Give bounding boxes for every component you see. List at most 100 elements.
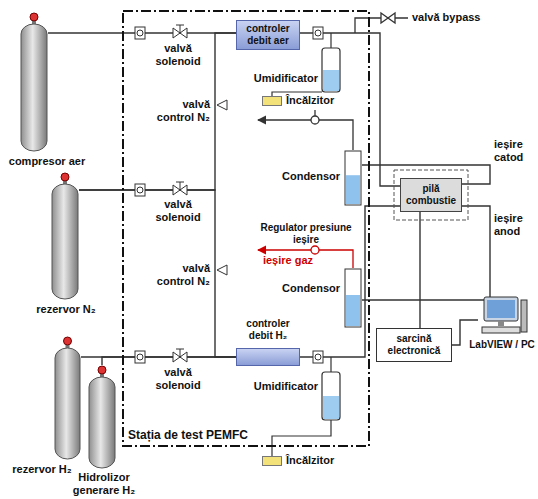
node-text: rezervor H₂ — [2, 463, 82, 476]
flow-meter-part — [315, 354, 321, 360]
gas-outlet-part — [311, 246, 319, 254]
gas-cylinder: rezervor N₂ — [30, 172, 102, 322]
condenser-vessel — [345, 269, 361, 327]
stack-housing-part — [394, 170, 468, 220]
node-text: Stația de test PEMFC — [128, 428, 288, 442]
electronic-load-outline: sarcină electronică — [376, 328, 452, 362]
tank-valve — [98, 366, 106, 374]
flow-meter-part — [137, 30, 143, 36]
condenser-outline — [344, 150, 362, 206]
flow-meter-part — [313, 351, 323, 363]
tank-body — [55, 348, 80, 459]
screen — [487, 300, 515, 318]
tank-body — [89, 377, 115, 468]
humidifier-part — [330, 33, 331, 48]
n2-control-valve-part — [217, 265, 227, 275]
part-label: valvă solenoid — [150, 198, 206, 224]
node-text: Încălzitor — [286, 94, 350, 107]
tank-valve — [61, 173, 69, 181]
shape-outline — [54, 336, 81, 460]
tank-valve — [30, 13, 38, 21]
pc-tower — [521, 300, 527, 332]
part-label: ieșire catod — [494, 138, 536, 164]
humidifier-part — [323, 70, 339, 91]
node-text: LabVIEW / PC — [468, 339, 536, 351]
computer-outline — [478, 296, 528, 336]
shape-outline — [88, 365, 116, 469]
shape-outline — [344, 268, 362, 328]
tank-valve — [64, 337, 72, 345]
gas-outlet-part — [258, 120, 353, 150]
condenser-outline — [344, 268, 362, 328]
part-label: Umidificator — [248, 72, 318, 85]
gas-cylinder: compresor aer — [4, 12, 90, 172]
condensate — [346, 295, 360, 326]
condenser-vessel — [345, 151, 361, 205]
node-text: pilă combustie — [401, 183, 461, 207]
n2-control-valve — [217, 100, 227, 275]
fuel-cell-stack-outline: pilă combustie — [400, 178, 462, 212]
flow-meter-part — [135, 184, 145, 196]
gas-outlet-part — [314, 110, 315, 116]
flow-meter-part — [135, 27, 145, 39]
gas-cylinder-outline — [51, 172, 79, 300]
monitor-stand — [498, 321, 504, 326]
part-label: Regulator presiune ieșire — [252, 222, 360, 246]
humidifier-part — [272, 420, 331, 456]
flow-meter-part — [137, 354, 143, 360]
flow-controller: controler debit H₂ — [236, 318, 300, 366]
flow-controller-outline — [236, 348, 300, 366]
humidifier-part — [322, 372, 340, 420]
heater-box-outline — [262, 96, 282, 106]
gas-cylinder-outline — [54, 336, 81, 460]
flow-controller-outline: controler debit aer — [236, 20, 300, 50]
shape-outline — [20, 12, 48, 152]
heater-box: Încălzitor — [262, 95, 352, 109]
shape-outline — [478, 296, 528, 336]
solenoid-valve-part — [176, 25, 184, 33]
part-label: ieșire anod — [494, 212, 536, 238]
part-label: valvă control N₂ — [146, 98, 210, 124]
shape-outline — [51, 172, 79, 300]
flow-meter-part — [315, 30, 321, 36]
part-label: ieșire gaz — [258, 254, 318, 267]
part-label: valvă solenoid — [150, 42, 206, 68]
node-text: controler debit H₂ — [236, 318, 300, 342]
fuel-cell-stack: pilă combustie — [400, 178, 462, 212]
node-text: rezervor N₂ — [30, 303, 102, 316]
solenoid-valve-part — [176, 349, 184, 357]
condensate — [346, 175, 360, 204]
bypass-line-part — [381, 13, 395, 23]
heater-box-outline — [262, 456, 282, 466]
part-label: valvă control N₂ — [146, 262, 210, 288]
bypass-line — [355, 13, 408, 33]
pipe-connector — [79, 33, 236, 190]
flow-meter-part — [135, 351, 145, 363]
node-text: compresor aer — [4, 155, 90, 168]
humidifier-part — [322, 48, 340, 92]
part-label: valvă solenoid — [150, 366, 206, 392]
keyboard — [482, 327, 520, 333]
pipe-connector — [79, 190, 236, 357]
gas-cylinder-outline — [20, 12, 48, 152]
station-border — [123, 11, 369, 446]
node-text: Încălzitor — [286, 454, 350, 467]
node-text: Hidrolizor generare H₂ — [66, 471, 142, 497]
condenser: Condensor — [282, 268, 362, 328]
tank-body — [52, 184, 78, 299]
humidifier-part — [330, 357, 331, 372]
electronic-load: sarcină electronică — [376, 328, 452, 362]
n2-control-valve-part — [217, 100, 227, 110]
gas-outlet-part — [311, 116, 319, 124]
solenoid-valve — [173, 25, 187, 362]
shape-outline — [344, 150, 362, 206]
gas-outlet-part — [258, 250, 353, 268]
flow-meter-part — [313, 27, 323, 39]
heater-box: Încălzitor — [262, 455, 352, 469]
monitor — [484, 297, 518, 321]
part-label: Umidificator — [248, 380, 318, 393]
gas-cylinder: rezervor H₂ — [2, 336, 82, 478]
computer: LabVIEW / PC — [468, 296, 536, 356]
node-text: Condensor — [282, 282, 340, 295]
